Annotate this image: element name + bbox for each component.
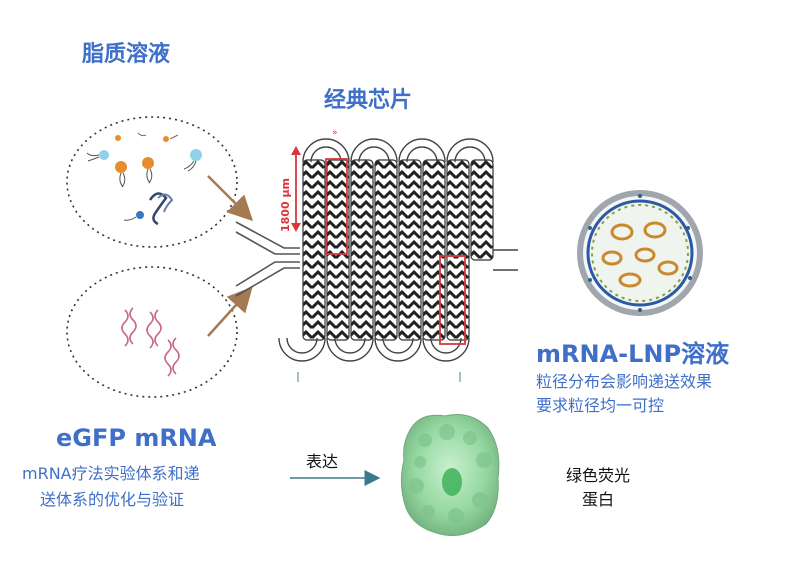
egfp-desc-line-2: 送体系的优化与验证 xyxy=(40,490,185,509)
chip-inlet xyxy=(235,221,300,297)
scale-length-label: 1800 μm xyxy=(279,177,292,232)
egfp-title: eGFP mRNA xyxy=(56,424,217,452)
lipid-ellipse xyxy=(66,116,238,248)
gfp-protein-icon xyxy=(400,414,500,537)
serpentine-chip: » xyxy=(278,128,518,382)
lipid-solution-label: 脂质溶液 xyxy=(82,42,171,67)
svg-text:»: » xyxy=(332,128,338,138)
express-label: 表达 xyxy=(306,452,339,471)
gfp-label-line-1: 绿色荧光 xyxy=(566,466,631,485)
highlight-box-2 xyxy=(439,255,466,345)
mrna-helix-icon xyxy=(121,307,180,377)
lipid-molecule-icon xyxy=(86,132,202,226)
lnp-particle-icon xyxy=(577,190,703,316)
lipid-arrow xyxy=(207,175,254,222)
egfp-desc-line-1: mRNA疗法实验体系和递 xyxy=(22,464,200,483)
mrna-arrow xyxy=(207,286,253,337)
highlight-box-1 xyxy=(325,158,348,255)
gfp-label-line-2: 蛋白 xyxy=(582,490,615,509)
mrna-ellipse xyxy=(66,266,238,398)
classic-chip-label: 经典芯片 xyxy=(324,88,413,113)
lnp-desc-line-1: 粒径分布会影响递送效果 xyxy=(536,372,713,391)
lnp-desc-line-2: 要求粒径均一可控 xyxy=(536,396,665,415)
lnp-title: mRNA-LNP溶液 xyxy=(536,340,730,368)
